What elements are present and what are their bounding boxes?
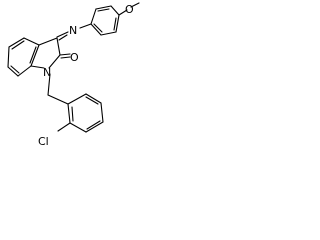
benzyl-linker	[47, 73, 69, 105]
lactam-ring	[30, 37, 61, 69]
carbonyl-group	[59, 53, 71, 59]
benzo-ring	[7, 37, 40, 77]
molecule-structure: O N O N Cl	[7, 2, 140, 148]
methoxyphenyl-ring	[90, 5, 120, 36]
chlorine-label: Cl	[38, 135, 49, 148]
chlorophenyl-ring	[67, 93, 104, 133]
methoxy-oxygen-label: O	[125, 3, 134, 16]
imine-nitrogen-label: N	[69, 24, 77, 37]
indole-nitrogen-label: N	[43, 66, 51, 79]
methoxy-group	[118, 2, 140, 16]
imine-bond	[56, 23, 92, 41]
chloro-bond	[57, 122, 71, 132]
carbonyl-oxygen-label: O	[70, 51, 79, 64]
